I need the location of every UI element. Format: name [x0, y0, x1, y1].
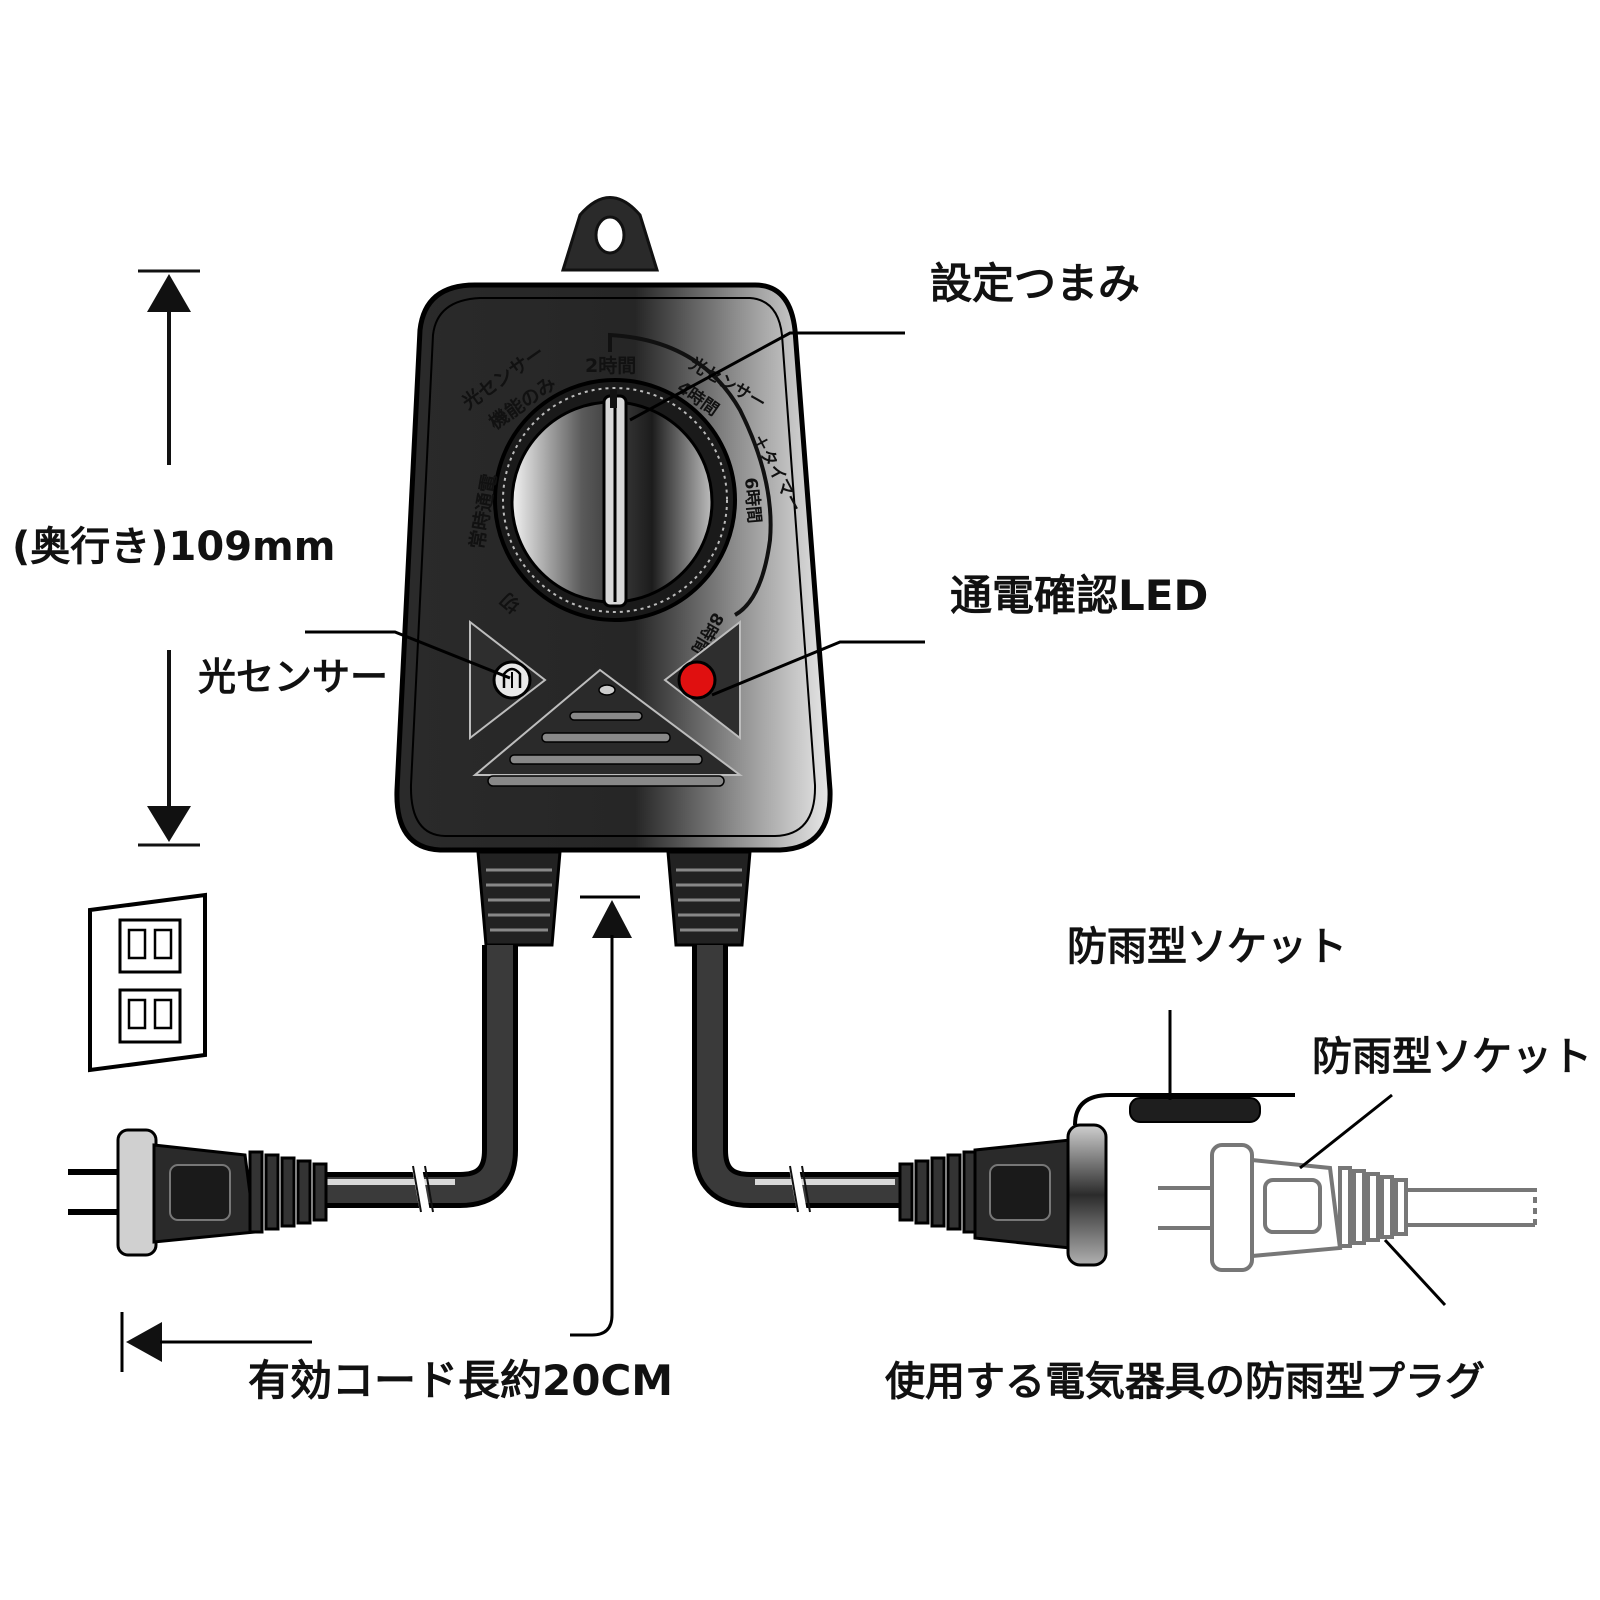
wall-outlet-icon	[88, 892, 207, 1073]
light-sensor-label: 光センサー	[198, 655, 388, 699]
socket-right-label: 防雨型ソケット	[1312, 1034, 1592, 1080]
power-plug-icon	[68, 1128, 328, 1257]
dial-sensor-timer-6h: 6時間	[740, 477, 765, 524]
setting-knob[interactable]	[493, 378, 737, 622]
grip-ridges	[472, 668, 743, 787]
cord-left	[320, 945, 518, 1208]
arrow-up-icon	[592, 900, 632, 938]
cord-break-left	[412, 1165, 434, 1213]
dial-range-arc	[608, 332, 773, 617]
arrow-down-icon	[147, 806, 191, 842]
dial-2h: 2時間	[585, 355, 636, 377]
rainproof-socket-icon	[898, 1093, 1295, 1267]
callout-lines	[305, 331, 1447, 1307]
appliance-plug-icon	[1158, 1143, 1537, 1272]
light-sensor-icon[interactable]	[492, 660, 532, 700]
socket-top-label: 防雨型ソケット	[1067, 924, 1347, 970]
setting-knob-label: 設定つまみ	[930, 259, 1140, 308]
power-led-label: 通電確認LED	[950, 571, 1208, 620]
cord-length-dimension	[120, 895, 640, 1372]
led-indicator-icon	[677, 660, 717, 700]
cord-break-right	[789, 1165, 811, 1213]
arrow-left-icon	[126, 1322, 162, 1362]
cord-right	[692, 945, 900, 1208]
cord-length-label: 有効コード長約20CM	[248, 1356, 673, 1405]
plug-caption-label: 使用する電気器具の防雨型プラグ	[885, 1359, 1485, 1405]
depth-label: (奥行き)109mm	[12, 524, 335, 570]
strain-relief-right	[666, 850, 752, 947]
strain-relief-left	[476, 850, 562, 947]
hang-hole-icon	[560, 196, 660, 272]
arrow-up-icon	[147, 274, 191, 312]
depth-dimension	[138, 269, 200, 847]
